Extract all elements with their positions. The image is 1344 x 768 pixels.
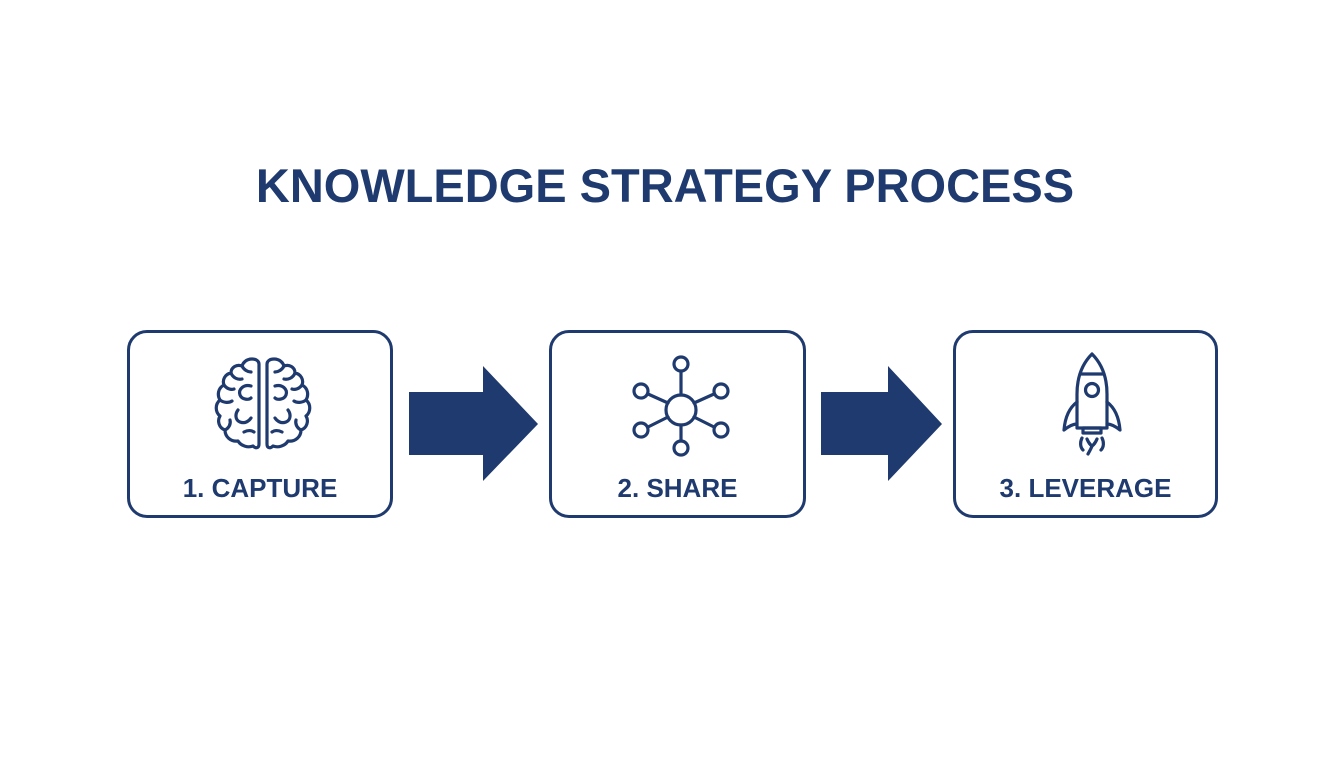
- arrow-right-icon: [821, 366, 943, 482]
- brain-icon: [130, 333, 390, 473]
- rocket-icon: [956, 333, 1215, 473]
- page-title: KNOWLEDGE STRATEGY PROCESS: [255, 159, 1075, 212]
- step-capture: 1. CAPTURE: [127, 330, 393, 518]
- step-label: 1. CAPTURE: [182, 473, 338, 503]
- step-share: 2. SHARE: [549, 330, 806, 518]
- step-label: 2. SHARE: [617, 473, 738, 503]
- arrow-right-icon: [409, 366, 539, 482]
- step-leverage: 3. LEVERAGE: [953, 330, 1218, 518]
- step-label: 3. LEVERAGE: [999, 473, 1172, 503]
- network-icon: [552, 333, 803, 473]
